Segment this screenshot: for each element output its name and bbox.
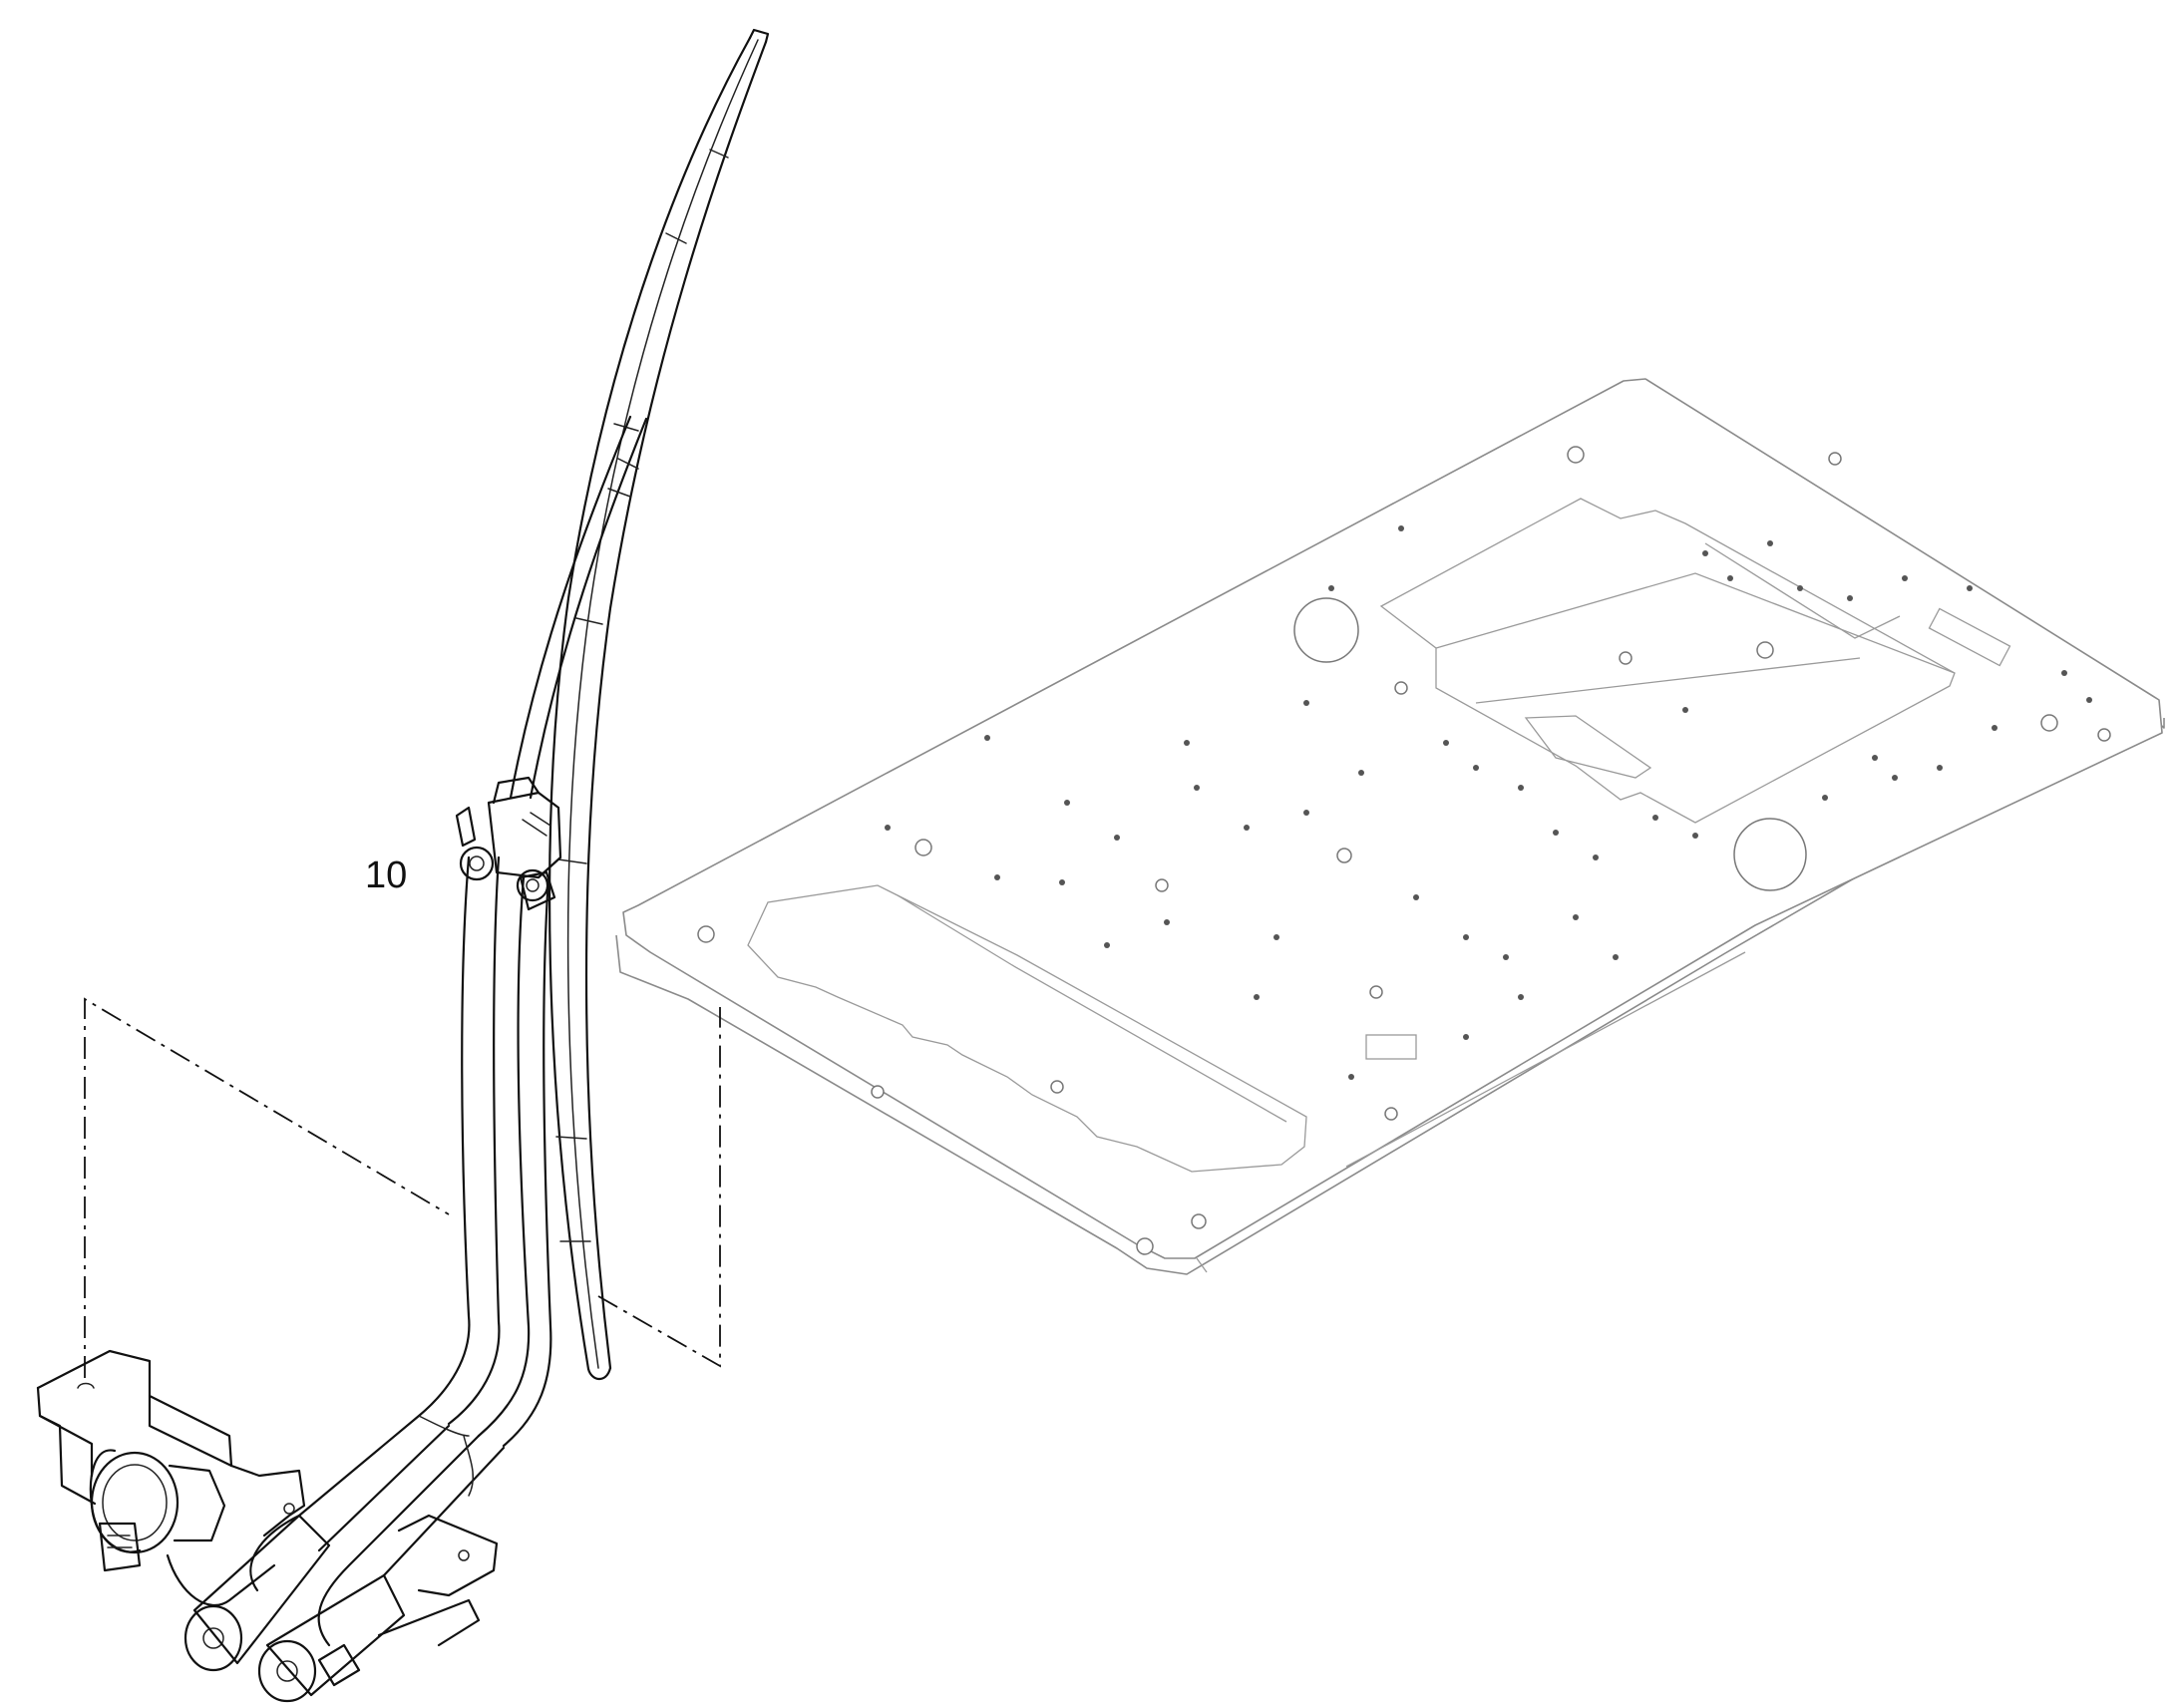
wiper-motor-bracket xyxy=(36,1349,499,1687)
wiper-arm xyxy=(417,415,648,1448)
roof-panel xyxy=(615,378,2165,1275)
panel-holes xyxy=(697,446,2111,1255)
callout-10: 10 xyxy=(365,854,407,896)
wiper-assembly xyxy=(36,28,770,1703)
drive-arm xyxy=(183,1414,506,1703)
panel-dots xyxy=(885,525,2092,1080)
arm-pivot-head xyxy=(455,776,562,911)
alignment-lines xyxy=(84,997,721,1378)
wiper-blade xyxy=(548,28,770,1381)
